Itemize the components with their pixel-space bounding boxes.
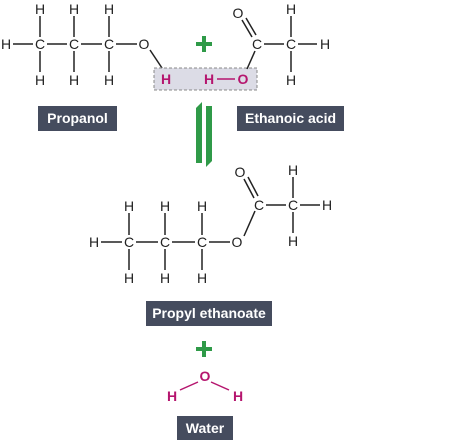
atom-h: H [322, 197, 332, 213]
removed-oxygen: O [238, 71, 249, 87]
water-label-text: Water [186, 420, 225, 436]
atom-h: H [69, 72, 79, 88]
atom-h: H [124, 198, 134, 214]
propanol-label: Propanol [38, 106, 117, 131]
propanol-molecule: H C C C O H H H H H H [1, 1, 163, 88]
atom-o: O [233, 5, 244, 21]
atom-h: H [69, 1, 79, 17]
ethanoic-acid-molecule: O C C H H H [233, 1, 331, 88]
atom-c: C [252, 36, 262, 52]
water-oxygen: O [200, 368, 211, 384]
water-label: Water [177, 416, 233, 440]
propyl-ethanoate-label: Propyl ethanoate [146, 301, 272, 326]
atom-h: H [288, 162, 298, 178]
atom-c: C [286, 36, 296, 52]
atom-c: C [288, 197, 298, 213]
atom-h: H [288, 233, 298, 249]
removed-water-highlight: H H O [153, 67, 258, 91]
atom-h: H [35, 1, 45, 17]
atom-h: H [104, 72, 114, 88]
atom-h: H [197, 198, 207, 214]
water-molecule: O H H [167, 368, 243, 404]
atom-h: H [160, 270, 170, 286]
atom-c: C [104, 36, 114, 52]
plus-icon [196, 341, 212, 357]
atom-h: H [124, 270, 134, 286]
propyl-ethanoate-molecule: H C C C O H H H H H H O C C H H H [89, 162, 332, 286]
atom-h: H [89, 234, 99, 250]
atom-c: C [160, 234, 170, 250]
removed-hydrogen: H [161, 71, 171, 87]
atom-h: H [197, 270, 207, 286]
atom-h: H [1, 36, 11, 52]
atom-h: H [35, 72, 45, 88]
atom-c: C [197, 234, 207, 250]
atom-o: O [139, 36, 150, 52]
atom-h: H [286, 72, 296, 88]
atom-o: O [232, 234, 243, 250]
atom-c: C [35, 36, 45, 52]
atom-c: C [254, 197, 264, 213]
plus-icon [196, 36, 212, 52]
atom-c: C [124, 234, 134, 250]
removed-hydrogen: H [204, 71, 214, 87]
propyl-ethanoate-label-text: Propyl ethanoate [152, 305, 266, 321]
propanol-label-text: Propanol [47, 110, 108, 126]
equilibrium-arrows-icon [196, 102, 212, 167]
ethanoic-acid-label-text: Ethanoic acid [245, 110, 336, 126]
atom-h: H [160, 198, 170, 214]
atom-h: H [320, 36, 330, 52]
atom-o: O [235, 164, 246, 180]
atom-c: C [69, 36, 79, 52]
atom-h: H [104, 1, 114, 17]
water-hydrogen: H [167, 388, 177, 404]
atom-h: H [286, 1, 296, 17]
ethanoic-acid-label: Ethanoic acid [237, 106, 344, 131]
water-hydrogen: H [233, 388, 243, 404]
